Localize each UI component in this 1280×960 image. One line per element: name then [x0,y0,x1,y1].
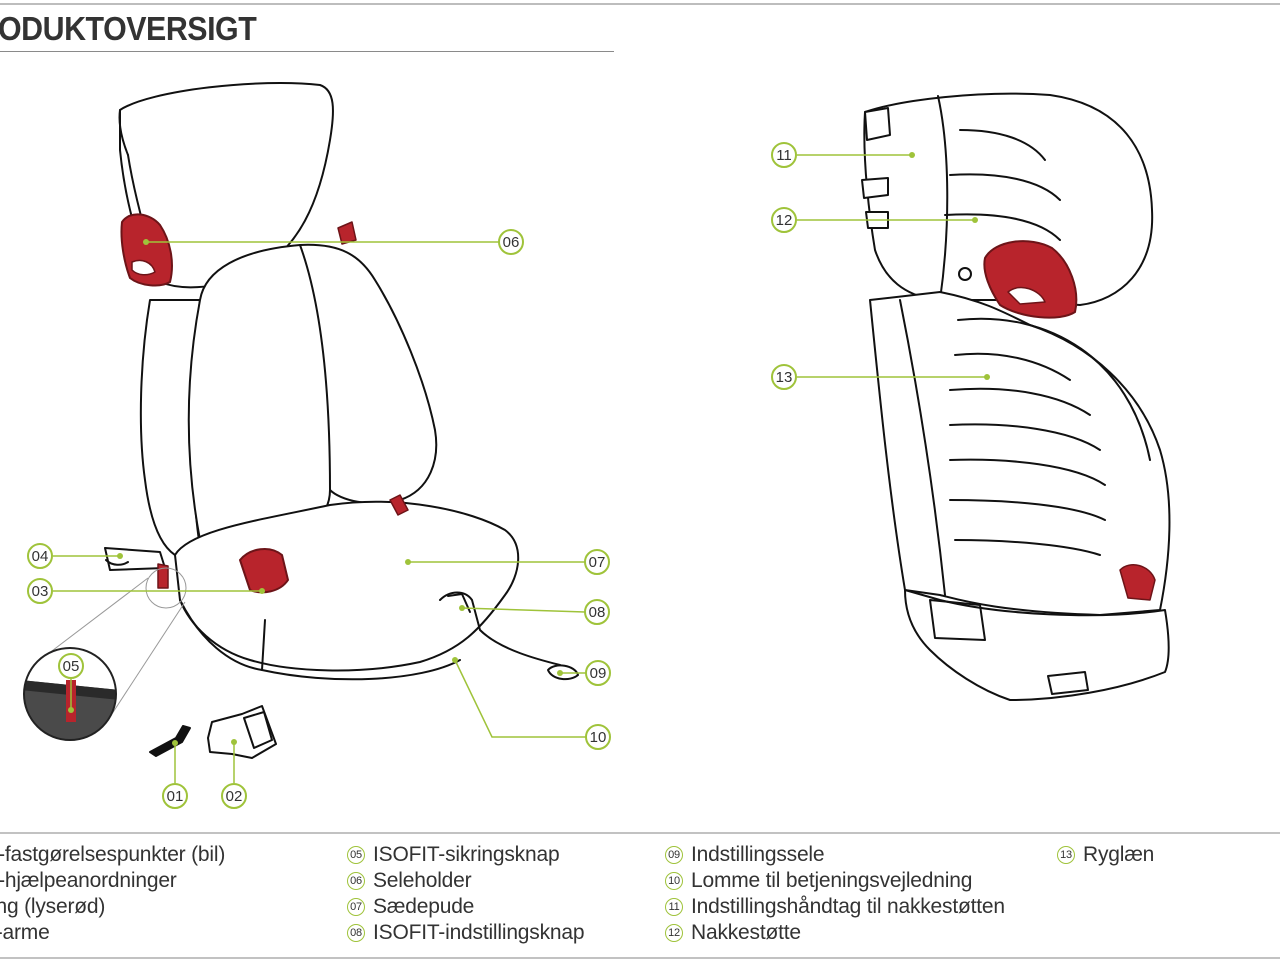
detail-zoom-05 [23,567,187,741]
legend-top-rule [0,832,1280,834]
headrest-adjust-handle [983,240,1078,319]
legend-badge: 13 [1057,846,1075,864]
callout-05: 05 [58,653,84,679]
callout-01: 01 [162,783,188,809]
callout-lines [53,154,987,783]
legend-label: ISOFIT-indstillingsknap [373,921,585,944]
legend-label: FIX-fastgørelsespunkter (bil) [0,843,226,866]
adjustment-strap [439,591,561,666]
side-seat-base [904,589,1170,701]
isofix-red-marker [157,563,169,589]
svg-text:03: 03 [32,583,49,600]
legend-item-06: 06 Seleholder [347,868,584,894]
svg-text:11: 11 [776,147,792,164]
callout-03: 03 [27,578,53,604]
legend-item-05: 05 ISOFIT-sikringsknap [347,842,584,868]
legend-badge: 06 [347,872,365,890]
legend-item-08: 08 ISOFIT-indstillingsknap [347,920,585,946]
legend-item-07: 07 Sædepude [347,894,584,920]
legend-item-12: 12 Nakkestøtte [665,920,1005,946]
callout-endpoints [68,152,990,746]
isofix-arm [104,547,166,571]
legend-item-03: 03 føring (lyserød) [0,894,210,920]
legend-item-01: 01 FIX-fastgørelsespunkter (bil) [0,842,225,868]
legend-bottom-rule [0,957,1280,959]
legend-badge: 10 [665,872,683,890]
isofix-guides-parts [149,705,277,759]
legend-badge: 09 [665,846,683,864]
svg-text:09: 09 [590,665,607,682]
legend-label: Sædepude [373,895,475,918]
legend-column-2: 05 ISOFIT-sikringsknap 06 Seleholder 07 … [347,842,585,946]
callout-10: 10 [585,724,611,750]
isofix-anchor-bar [149,725,191,757]
svg-text:06: 06 [503,234,520,251]
svg-text:04: 04 [32,548,49,565]
legend-item-11: 11 Indstillingshåndtag til nakkestøtten [665,894,1005,920]
legend-badge: 12 [665,924,683,942]
legend-column-3: 09 Indstillingssele 10 Lomme til betjeni… [665,842,1005,946]
svg-text:05: 05 [63,658,80,675]
legend-label: Indstillingssele [691,843,825,866]
title-rule [0,51,614,52]
legend-badge: 08 [347,924,365,942]
legend-item-02: 02 FIX-hjælpeanordninger [0,868,210,894]
legend-label: Indstillingshåndtag til nakkestøtten [691,895,1005,918]
legend-label: føring (lyserød) [0,895,106,918]
legend-column-4: 13 Ryglæn [1057,842,1154,868]
callout-04: 04 [27,543,53,569]
svg-text:10: 10 [590,729,607,746]
front-seat-illustration [104,81,579,681]
callout-02: 02 [221,783,247,809]
legend-badge: 05 [347,846,365,864]
callout-badges: 06 07 08 09 10 04 03 05 01 02 11 12 13 [27,142,797,809]
legend-label: ISOFIT-sikringsknap [373,843,560,866]
callout-11: 11 [771,142,797,168]
legend-label: Lomme til betjeningsvejledning [691,869,973,892]
svg-text:07: 07 [589,554,606,571]
product-diagram: 06 07 08 09 10 04 03 05 01 02 11 12 13 [23,81,1171,809]
leader-10 [454,659,586,738]
legend-badge: 07 [347,898,365,916]
callout-06: 06 [498,229,524,255]
legend-label: FIX-hjælpeanordninger [0,869,177,892]
svg-text:01: 01 [167,788,184,805]
side-headrest [863,92,1154,306]
belt-guide-red [239,548,289,594]
svg-text:08: 08 [589,604,606,621]
legend-badge: 11 [665,898,683,916]
leader-08 [461,607,586,613]
callout-08: 08 [584,599,610,625]
svg-text:02: 02 [226,788,243,805]
legend-label: Nakkestøtte [691,921,801,944]
legend-label: Seleholder [373,869,472,892]
svg-text:12: 12 [776,212,793,229]
callout-09: 09 [585,660,611,686]
callout-12: 12 [771,207,797,233]
legend-column-1: 01 FIX-fastgørelsespunkter (bil) 02 FIX-… [0,842,270,946]
legend-item-09: 09 Indstillingssele [665,842,1005,868]
top-rule [0,3,1280,5]
side-seat-illustration [861,92,1171,701]
callout-13: 13 [771,364,797,390]
seat-cushion [174,500,520,672]
svg-text:13: 13 [776,369,793,386]
page-title: ODUKTOVERSIGT [0,10,257,47]
callout-07: 07 [584,549,610,575]
legend-item-04: 04 FIT-arme [0,920,210,946]
legend-item-13: 13 Ryglæn [1057,842,1154,868]
legend-label: FIT-arme [0,921,50,944]
legend-item-10: 10 Lomme til betjeningsvejledning [665,868,1005,894]
legend-label: Ryglæn [1083,843,1155,866]
